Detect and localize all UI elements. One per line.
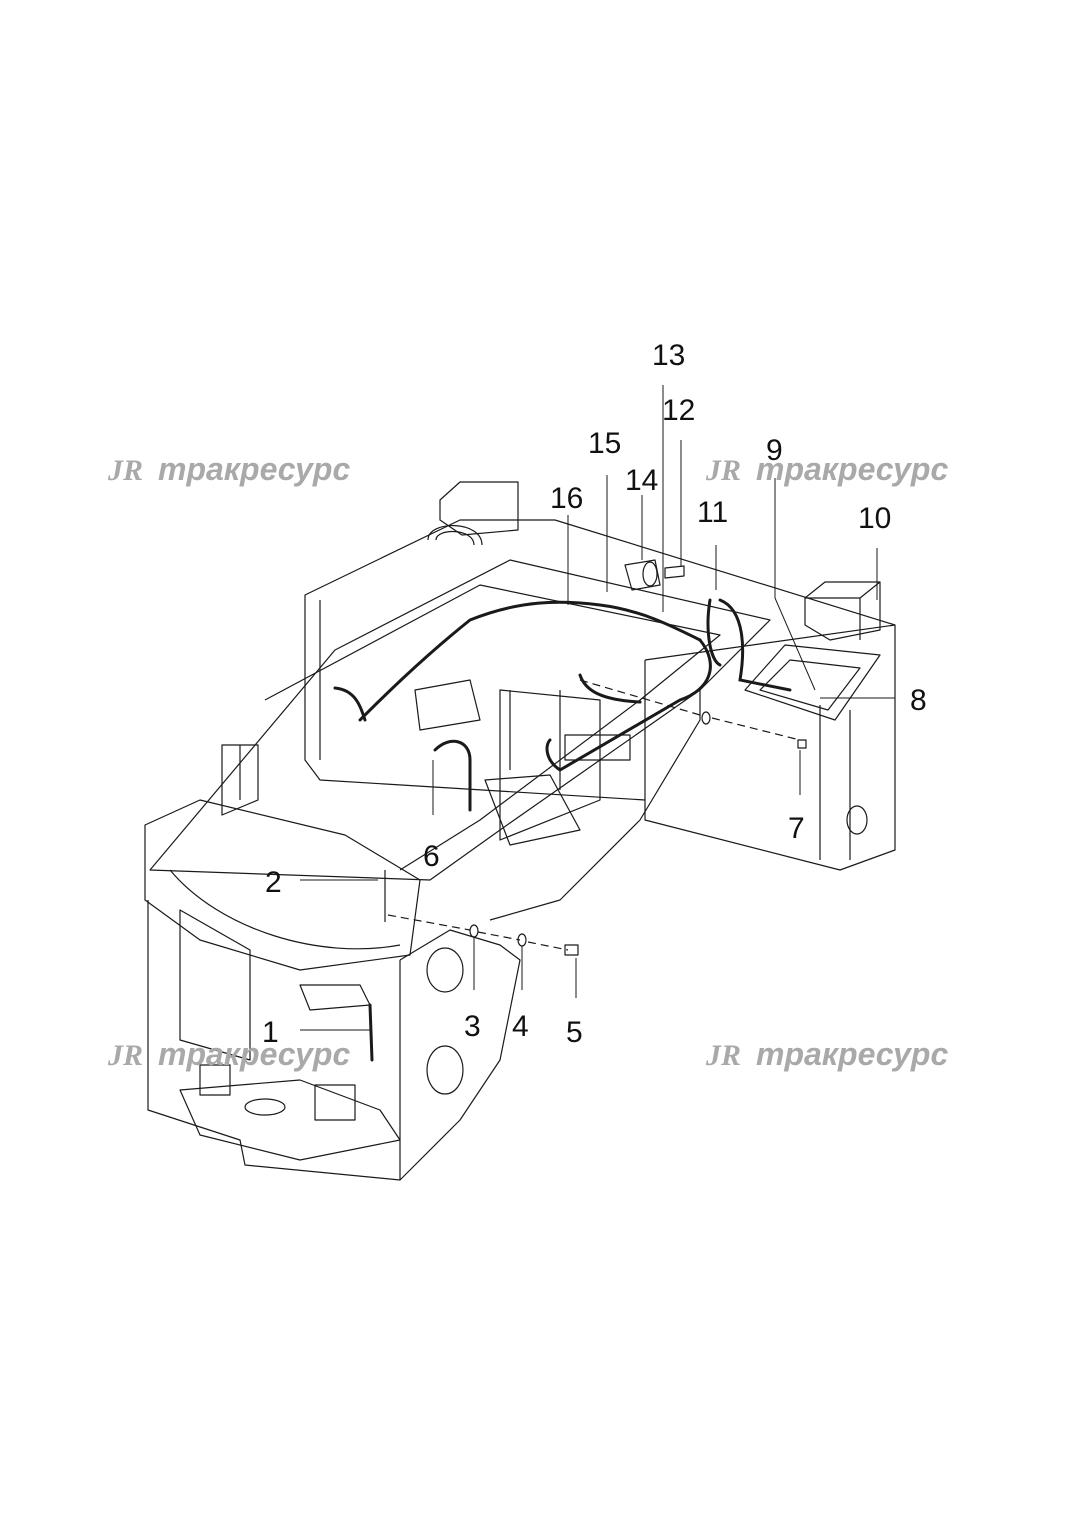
pivot-right	[314, 1084, 356, 1121]
cover-box-left	[439, 481, 519, 536]
callout-3: 3	[464, 1010, 481, 1043]
watermark-mark: JR	[107, 454, 143, 487]
floor-plate	[484, 774, 581, 846]
handle	[427, 525, 483, 546]
callout-16: 16	[550, 482, 583, 515]
front-frame-right	[399, 929, 521, 1181]
watermark-top-left: JR тракресурс	[107, 451, 350, 487]
watermark-bottom-right: JR тракресурс	[705, 1036, 948, 1072]
callout-2: 2	[265, 866, 282, 899]
counterweight-face	[319, 600, 896, 800]
harness-mid	[578, 673, 642, 704]
battery-box	[804, 581, 881, 641]
watermark-bottom-left: JR тракресурс	[107, 1036, 350, 1072]
front-frame-top	[144, 799, 421, 971]
pivot-left	[199, 1064, 231, 1096]
callout-12: 12	[662, 394, 695, 427]
chassis-rail-inner	[264, 584, 721, 871]
harness-center-branch	[433, 739, 472, 812]
sensor-cable-1	[368, 1003, 374, 1062]
wiring-harness	[333, 598, 792, 1062]
label-plate	[664, 565, 685, 579]
frame-inner-window	[179, 909, 251, 1061]
watermark-mark: JR	[107, 1039, 143, 1072]
explode-line-low	[387, 914, 569, 951]
battery-compartment	[744, 644, 881, 721]
counterweight-right-edge	[819, 705, 851, 860]
counterweight-outline	[304, 519, 896, 871]
explode-line-high	[579, 679, 801, 741]
callout-6: 6	[423, 840, 440, 873]
harness-main	[358, 600, 702, 722]
front-frame-plate	[169, 869, 401, 950]
watermark-text: тракресурс	[158, 1036, 350, 1072]
sensor-bracket	[299, 984, 371, 1011]
chassis-center	[499, 689, 601, 841]
watermark-text: тракресурс	[756, 451, 948, 487]
frame-hole-upper	[426, 947, 464, 993]
pivot-boss	[244, 1098, 286, 1116]
bolt-7	[797, 739, 807, 749]
counterweight-hole	[846, 805, 868, 835]
horn	[624, 559, 661, 591]
callout-15: 15	[588, 427, 621, 460]
harness-battery	[718, 598, 792, 692]
side-panel	[489, 690, 701, 921]
watermark-top-right: JR тракресурс	[705, 451, 948, 487]
leader-9	[774, 478, 816, 691]
callout-4: 4	[512, 1010, 529, 1043]
bottom-plate	[179, 1079, 401, 1161]
harness-rear-up	[706, 598, 722, 667]
watermark-mark: JR	[705, 454, 741, 487]
frame-hole-lower	[426, 1045, 464, 1095]
cross-member	[414, 679, 631, 761]
bolt-5	[564, 944, 579, 956]
watermark-text: тракресурс	[158, 451, 350, 487]
harness-left-branch	[333, 686, 367, 722]
washer-3	[469, 924, 479, 938]
callout-8: 8	[910, 684, 927, 717]
callout-10: 10	[858, 502, 891, 535]
callout-7: 7	[788, 812, 805, 845]
callout-5: 5	[566, 1016, 583, 1049]
front-frame-body	[147, 900, 401, 1181]
watermark-mark: JR	[705, 1039, 741, 1072]
leader-lines	[300, 385, 895, 1031]
callout-11: 11	[697, 496, 728, 529]
upright-bracket	[221, 744, 259, 816]
harness-rear	[545, 638, 712, 772]
callout-14: 14	[625, 464, 658, 497]
chassis-rail-left	[149, 559, 771, 881]
frame-drawing	[144, 481, 896, 1181]
callout-1: 1	[262, 1016, 279, 1049]
washer-upper	[701, 711, 711, 725]
horn-face	[642, 561, 658, 587]
callout-labels: 1 2 3 4 5 6 7 8 9 10 11 12 13 14 15 16	[262, 339, 927, 1049]
watermark-text: тракресурс	[756, 1036, 948, 1072]
callout-9: 9	[766, 434, 783, 467]
callout-13: 13	[652, 339, 685, 372]
